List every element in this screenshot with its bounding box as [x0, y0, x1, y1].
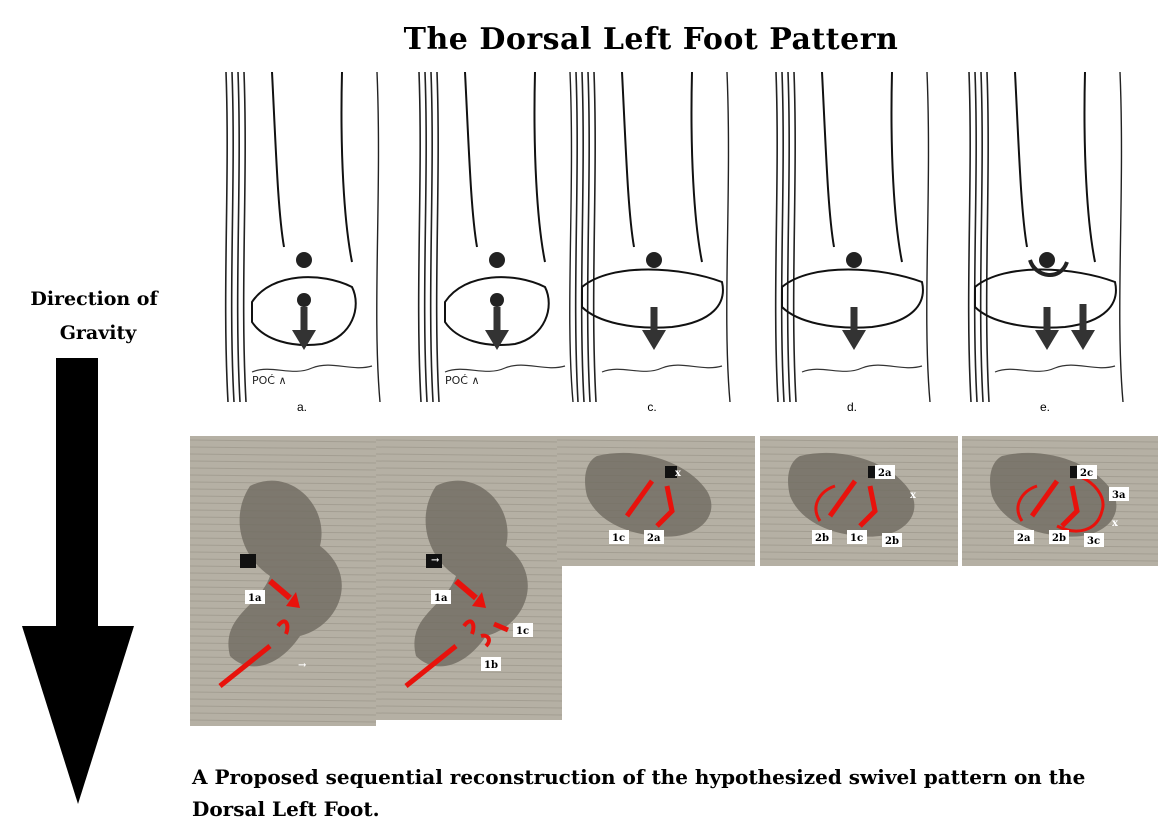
sketch-signature: POĆ ∧ [445, 374, 480, 387]
gravity-label-line1: Direction of [0, 282, 188, 316]
sketch-signature: POĆ ∧ [252, 374, 287, 387]
photo-marker-label: 1c [516, 626, 529, 637]
photo-marker-label: 2a [647, 533, 661, 544]
photo-marker-label: 2b [815, 533, 829, 544]
gravity-label: Direction of Gravity [0, 282, 188, 350]
sketch-label: a. [212, 400, 392, 414]
shroud-photo-2: 1a 1b 1c → [376, 436, 562, 720]
photo-marker-label: x [910, 490, 917, 501]
photo-marker-label: → [431, 555, 440, 566]
gravity-arrow [22, 358, 134, 806]
foot-sketch-5: e. [955, 72, 1135, 412]
foot-sketch-3: c. [562, 72, 742, 412]
shroud-photo-3: 1c 2a x [557, 436, 755, 566]
shroud-photo-5: 2a 2b 2c 3c 3a x [962, 436, 1158, 566]
photo-marker-label: 2b [885, 536, 899, 547]
photo-marker-label: 2b [1052, 533, 1066, 544]
photo-marker-label: 3a [1112, 490, 1126, 501]
photo-marker-label: x [1112, 518, 1119, 529]
photo-marker-label: 1a [248, 593, 262, 604]
foot-sketch-4: d. [762, 72, 942, 412]
gravity-label-line2: Gravity [0, 316, 188, 350]
caption: A Proposed sequential reconstruction of … [192, 761, 1162, 825]
foot-sketch-1: POĆ ∧ a. [212, 72, 392, 412]
photo-marker-label: 2a [878, 468, 892, 479]
page-title: The Dorsal Left Foot Pattern [0, 22, 1172, 57]
photo-marker-label: 1c [850, 533, 863, 544]
photo-marker-label: 1a [434, 593, 448, 604]
shroud-photo-1: 1a → [190, 436, 376, 726]
sketch-label: c. [562, 400, 742, 414]
photo-marker-label: 1c [612, 533, 625, 544]
sketch-label: e. [955, 400, 1135, 414]
photo-marker-label: 2a [1017, 533, 1031, 544]
foot-sketch-2: POĆ ∧ [405, 72, 585, 412]
photo-marker-label: 2c [1080, 468, 1093, 479]
photo-marker-label: x [675, 468, 682, 479]
photo-marker-label: 1b [484, 660, 498, 671]
photo-marker-label: → [298, 660, 307, 671]
shroud-photo-4: 2b 1c 2a 2b x [760, 436, 958, 566]
photo-marker-label: 3c [1087, 536, 1100, 547]
sketch-label: d. [762, 400, 942, 414]
